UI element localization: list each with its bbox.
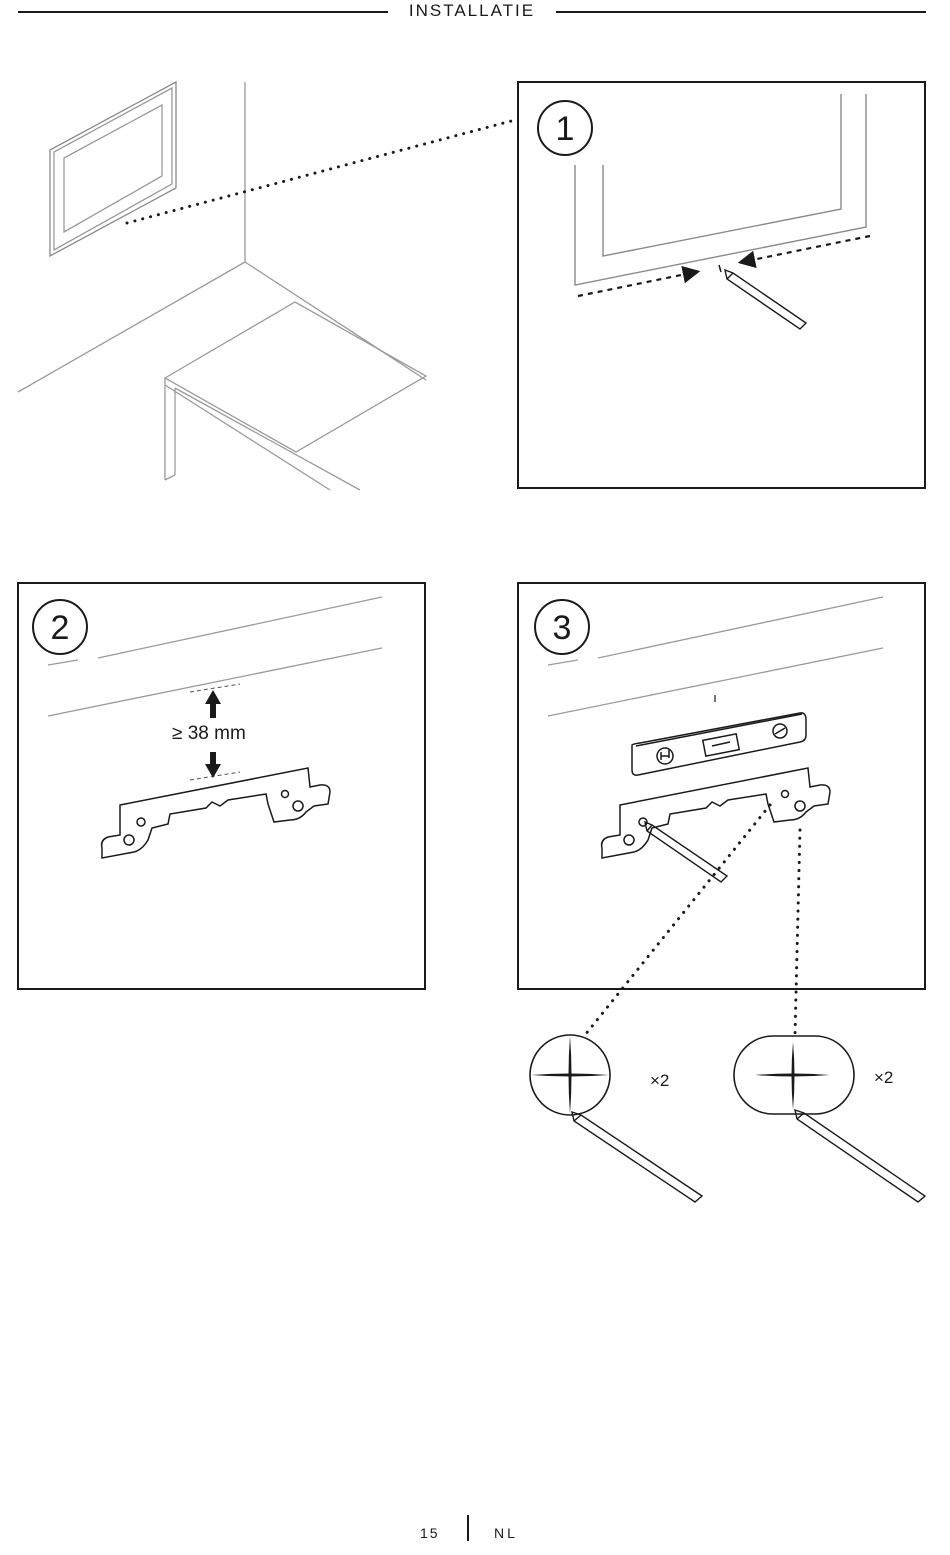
pencil-icon [572, 1112, 702, 1202]
step-3-number: 3 [553, 609, 572, 647]
clearance-label: ≥ 38 mm [172, 723, 246, 745]
language-code: NL [494, 1525, 518, 1541]
footer-divider [467, 1515, 469, 1541]
slot-hole-mark [734, 1036, 925, 1202]
step-1-number: 1 [556, 110, 575, 148]
table-illustration [165, 302, 426, 490]
step-2-panel [18, 583, 425, 989]
step-3-panel [518, 583, 925, 989]
spirit-level [632, 713, 806, 775]
pencil-icon [725, 270, 806, 329]
wall-bracket [102, 768, 330, 858]
pencil-icon [795, 1110, 925, 1202]
round-hole-quantity: ×2 [650, 1071, 669, 1091]
pencil-icon [645, 822, 727, 882]
page-number: 15 [420, 1525, 440, 1541]
drill-mark-leader-2 [795, 830, 800, 1035]
zoom-leader-dots [127, 120, 515, 223]
round-hole-mark [530, 1035, 702, 1202]
wall-bracket [602, 768, 830, 858]
step-1-panel [518, 82, 925, 488]
step-2-number: 2 [51, 609, 70, 647]
wall-frame [50, 82, 176, 256]
slot-hole-quantity: ×2 [874, 1068, 893, 1088]
page-footer: 15 NL [0, 1515, 950, 1545]
drill-mark-leader-1 [585, 805, 770, 1035]
room-overview-illustration [18, 82, 426, 490]
